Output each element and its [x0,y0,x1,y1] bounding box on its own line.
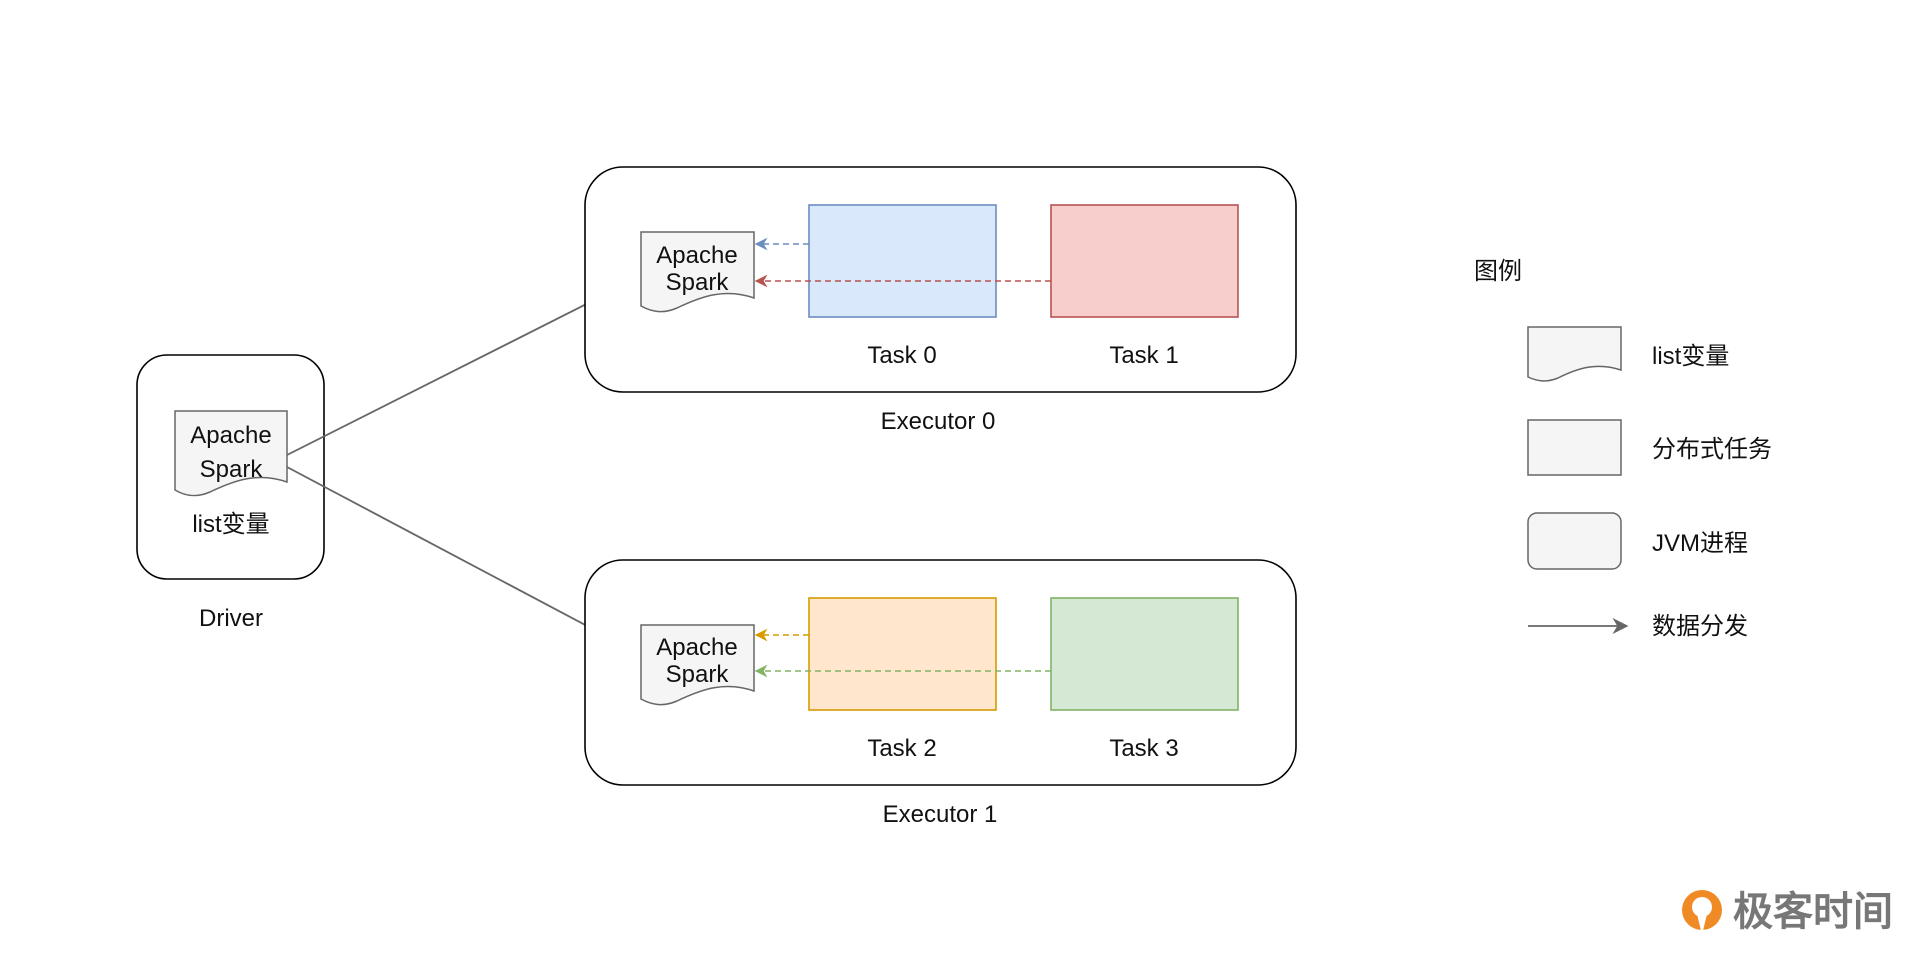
driver-variable-label: list变量 [192,511,269,538]
distribution-arrow-executor-0 [286,276,642,456]
legend-item-data-distribution: 数据分发 [1652,613,1748,640]
legend-distributed-task-icon [1527,419,1622,476]
executor-0-list-document-icon [640,231,755,313]
executor-1-group: Apache Spark Task 2 Task 3 Executor 1 [584,559,1297,828]
task-1-label: Task 1 [1109,342,1178,369]
geektime-logo: 极客时间 [1682,890,1893,935]
task-3-box [1050,597,1239,711]
executor-1-doc-line1: Apache [656,634,737,661]
legend-list-variable-icon [1527,326,1622,382]
legend: 图例 list变量 分布式任务 JVM进程 数据分发 [1474,258,1772,640]
executor-1-doc-line2: Spark [666,661,730,688]
executor-0-doc-line1: Apache [656,242,737,269]
geektime-logo-icon [1682,890,1722,935]
executor-0-group: Apache Spark Task 0 Task 1 Executor 0 [584,166,1297,435]
legend-item-distributed-task: 分布式任务 [1652,436,1772,463]
driver-list-document-icon [174,410,288,497]
task-2-label: Task 2 [867,735,936,762]
legend-jvm-process-icon [1527,512,1622,570]
distribution-arrow-executor-1 [286,466,642,655]
executor-1-list-document-icon [640,624,755,706]
executor-0-doc-line2: Spark [666,269,730,296]
geektime-logo-text: 极客时间 [1733,890,1893,934]
driver-doc-line2: Spark [200,456,264,483]
legend-title: 图例 [1474,258,1522,285]
executor-0-label: Executor 0 [881,408,996,435]
driver-doc-line1: Apache [190,422,271,449]
legend-item-list-variable: list变量 [1652,343,1729,370]
executor-1-label: Executor 1 [883,801,998,828]
driver-label: Driver [199,605,263,632]
task-3-label: Task 3 [1109,735,1178,762]
task-2-box [808,597,997,711]
task-0-label: Task 0 [867,342,936,369]
legend-item-jvm-process: JVM进程 [1652,530,1748,557]
driver-group: Apache Spark list变量 Driver [136,354,325,632]
task-0-box [808,204,997,318]
task-1-box [1050,204,1239,318]
